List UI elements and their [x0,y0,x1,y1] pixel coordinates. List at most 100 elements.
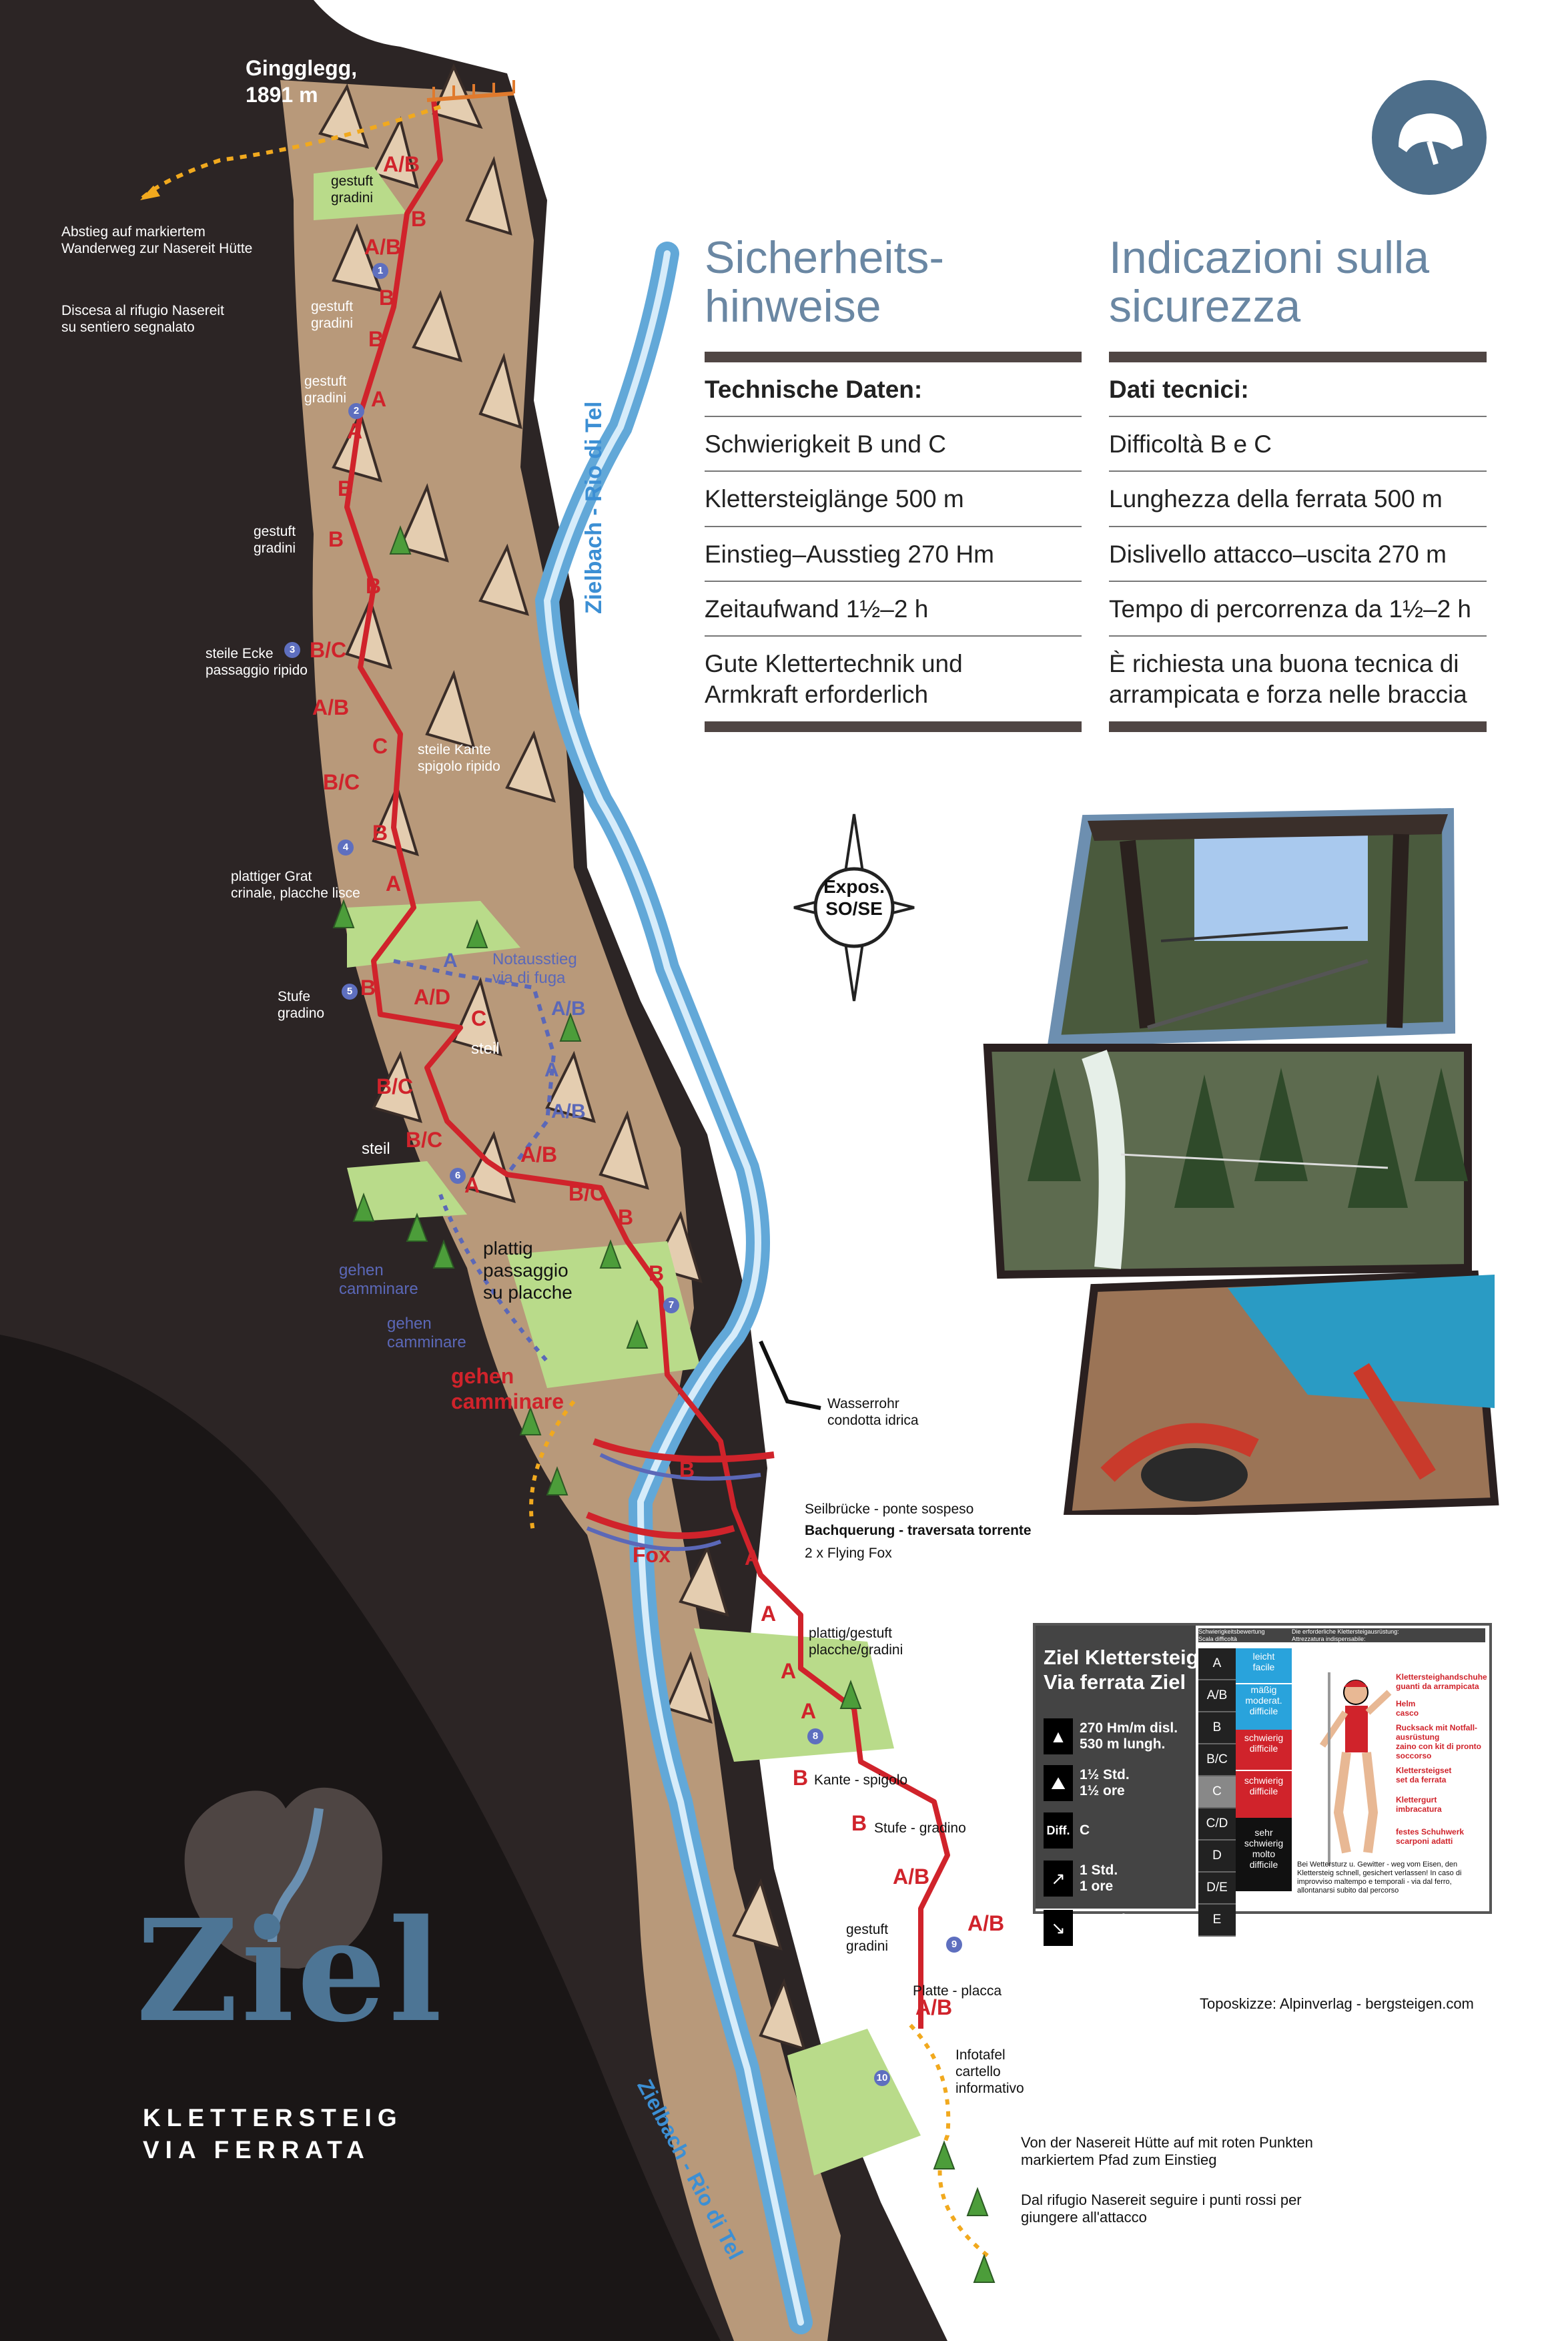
panel-row: Klettersteiglänge 500 m [705,472,1082,527]
grade-label: B [379,286,395,310]
panel-header: Technische Daten: [705,362,1082,418]
panel-row: Tempo di percorrenza da 1½–2 h [1109,582,1487,637]
legend-title: Ziel Klettersteig Via ferrata Ziel [1044,1646,1199,1694]
photo-waterfall [983,1044,1472,1279]
terrain-steep: steil [471,1040,500,1058]
scale-grade: D [1198,1841,1236,1873]
panel-rule [1109,721,1487,732]
compass-icon [793,813,915,1002]
terrain-gestuft: gestuft gradini [304,374,347,406]
panel-row: Lunghezza della ferrata 500 m [1109,472,1487,527]
panel-row: Zeitaufwand 1½–2 h [705,582,1082,637]
grade-label: A/B [364,235,402,259]
emergency-exit-label: Notausstieg via di fuga [492,950,577,988]
grade-label: B [618,1205,634,1229]
terrain-steep-corner: steile Ecke passaggio ripido [206,646,308,678]
grade-label: A/B [520,1142,558,1166]
panel-header: Dati tecnici: [1109,362,1487,418]
helmet-icon [1399,113,1463,165]
level: schwierig difficile [1236,1730,1292,1770]
climber-illustration-icon [1319,1672,1392,1866]
descent-de: Abstieg auf markiertem Wanderweg zur Nas… [61,224,253,256]
legend-stat: Diff. C [1044,1807,1188,1854]
summit-altitude: 1891 m [246,83,318,107]
route-marker: 10 [874,2070,890,2086]
ascent-icon: ▲ [1044,1718,1073,1754]
exit-grade-label: A [544,1059,559,1081]
grade-label: B [411,207,427,231]
legend-stat-text: C [1080,1822,1090,1838]
grade-label: B [360,976,376,1000]
equipment-list: Klettersteighandschuhe guanti da arrampi… [1396,1672,1487,1851]
weather-note: Bei Wettersturz u. Gewitter - weg vom Ei… [1297,1861,1462,1895]
grade-label: A/B [915,1995,953,2019]
grade-label: B [679,1457,695,1481]
grade-label: C [471,1006,487,1030]
equipment-item: Klettergurt imbracatura [1396,1795,1442,1814]
access-it: Dal rifugio Nasereit seguire i punti ros… [1021,2192,1302,2226]
panel-row: Gute Klettertechnik und Armkraft erforde… [705,650,963,709]
route-marker: 3 [284,642,300,658]
panel-row: Schwierigkeit B und C [705,417,1082,472]
exit-grade-label: A [443,950,458,972]
panel-row: Dislivello attacco–uscita 270 m [1109,527,1487,582]
route-marker: 9 [946,1937,962,1953]
legend-stat: ↘ 1½ Std. 1½ ore [1044,1903,1188,1953]
panel-rule [705,721,1082,732]
grade-label: A/B [383,152,420,176]
grade-label: A/B [893,1865,930,1889]
photo-bridge [1047,807,1456,1048]
scale-grade: D/E [1198,1873,1236,1905]
terrain-gestuft: gestuft gradini [846,1922,889,1954]
terrain-slab: Platte - placca [913,1983,1002,1999]
grade-label: A [745,1546,761,1570]
diff-icon: Diff. [1044,1812,1073,1849]
terrain-slab-ridge: plattiger Grat crinale, placche lisce [231,869,360,901]
grade-label: C [372,734,388,758]
access-de: Von der Nasereit Hütte auf mit roten Pun… [1021,2134,1313,2168]
fox-label: Fox [633,1543,671,1567]
grade-label: A/D [414,985,451,1009]
panel-rule [1109,351,1487,362]
flying-fox-label: 2 x Flying Fox [805,1546,892,1561]
grade-label: B/C [310,638,347,662]
logo-line1: KLETTERSTEIG [143,2104,403,2131]
grade-label: A [386,872,402,896]
stream-label: Zielbach - Rio di Tel [581,401,607,614]
legend-stat-text: 1 Std. 1 ore [1080,1863,1118,1894]
equipment-item: Helm casco [1396,1699,1419,1718]
panel-title: Indicazioni sulla sicurezza [1109,232,1430,332]
exit-grade-label: A/B [551,1100,586,1122]
legend-stat-text: 1½ Std. 1½ ore [1080,1912,1130,1943]
walker-down-icon: ↘ [1044,1910,1073,1946]
route-marker: 6 [450,1168,466,1184]
walk-label: gehen camminare [339,1261,418,1299]
route-marker: 4 [338,840,354,856]
route-marker: 2 [348,403,364,419]
grade-label: A/B [312,695,350,719]
equipment-item: Klettersteighandschuhe guanti da arrampi… [1396,1672,1487,1691]
safety-panel-it: Indicazioni sulla sicurezza Dati tecnici… [1109,232,1487,732]
grade-label: B/C [376,1074,414,1098]
grade-label: A [761,1602,777,1626]
grade-label: B [851,1811,867,1835]
level: schwierig difficile [1236,1770,1292,1818]
terrain-gestuft: gestuft gradini [311,299,354,331]
terrain-gestuft: gestuft gradini [331,174,374,206]
climber-icon: ⛰ [1044,1765,1073,1801]
level: leicht facile [1236,1648,1292,1683]
scale-grade: E [1198,1905,1236,1937]
helmet-badge [1372,80,1487,195]
scale-grade: B [1198,1712,1236,1744]
exit-grade-label: A/B [551,998,586,1020]
grade-label: B [793,1766,809,1790]
compass-label: Expos. SO/SE [823,876,885,920]
panel-row: Einstieg–Ausstieg 270 Hm [705,527,1082,582]
grade-label: B [368,327,384,351]
walker-up-icon: ↗ [1044,1861,1073,1897]
ziel-logo-icon [184,1787,382,1969]
terrain-step: Stufe - gradino [874,1820,966,1836]
grade-label: B [366,574,382,598]
equip-header: Die erforderliche Klettersteigausrüstung… [1292,1628,1485,1643]
panel-rule [705,351,1082,362]
